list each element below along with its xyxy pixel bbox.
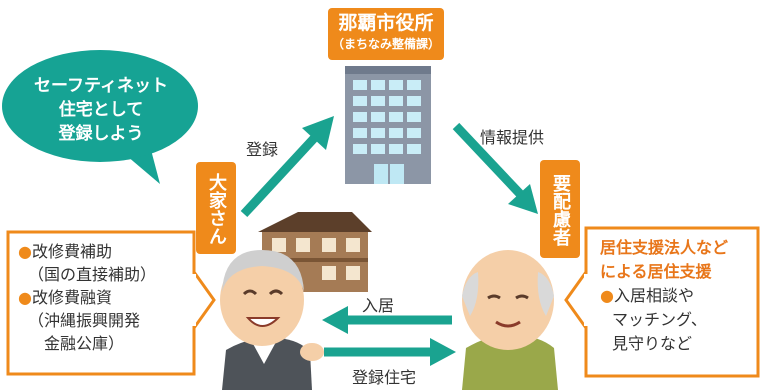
list-item: ●改修費融資 <box>18 286 190 309</box>
city-office-label-bg <box>328 8 444 60</box>
support-item-2: マッチング、 <box>612 310 707 329</box>
support-item-1: 入居相談や <box>613 286 694 305</box>
register-label: 登録 <box>246 140 279 159</box>
item-detail: 金融公庫） <box>44 334 125 353</box>
speech-line-3: 登録しよう <box>58 124 144 144</box>
bullet-icon: ● <box>18 242 32 261</box>
support-item-3: 見守りなど <box>612 334 693 353</box>
list-item: ●改修費補助 <box>18 240 190 263</box>
item-detail: （沖縄振興開発 <box>28 311 141 330</box>
move-in-arrow <box>322 306 452 334</box>
left-support-box <box>6 230 216 376</box>
speech-line-1: セーフティネット <box>34 76 168 96</box>
left-support-list: ●改修費補助 （国の直接補助） ●改修費融資 （沖縄振興開発 金融公庫） <box>18 240 190 355</box>
landlord-label-bg <box>196 162 236 254</box>
bullet-icon: ● <box>600 286 614 305</box>
right-support-box <box>564 226 760 378</box>
support-heading-1: 居住支援法人など <box>600 238 729 257</box>
item-title: 改修費補助 <box>31 242 112 261</box>
landlord-icon <box>220 250 324 390</box>
registered-housing-arrow <box>324 338 456 366</box>
city-office-department: （まちなみ整備課） <box>331 37 440 51</box>
elder-tenant-icon <box>462 250 558 390</box>
registered-housing-label: 登録住宅 <box>352 368 417 387</box>
speech-bubble <box>2 50 198 184</box>
right-support-list: 居住支援法人など による居住支援 ●入居相談や マッチング、 見守りなど <box>600 236 754 356</box>
item-detail: （国の直接補助） <box>28 265 157 284</box>
support-heading-2: による居住支援 <box>600 262 712 281</box>
info-provision-label: 情報提供 <box>480 128 545 147</box>
tenant-label-bg <box>540 160 580 258</box>
speech-line-2: 住宅として <box>58 100 144 120</box>
bullet-icon: ● <box>18 288 32 307</box>
building-icon <box>345 66 431 184</box>
speech-bubble-text: セーフティネット 住宅として 登録しよう <box>14 74 188 146</box>
city-office-name: 那覇市役所 <box>338 12 434 34</box>
info-provision-arrow <box>452 122 538 214</box>
list-item: ●入居相談や <box>600 284 754 308</box>
landlord-label: 大家さん <box>206 173 227 245</box>
tenant-label: 要配慮者 <box>550 174 571 246</box>
move-in-label: 入居 <box>362 296 395 315</box>
item-title: 改修費融資 <box>31 288 112 307</box>
register-arrow <box>240 116 334 218</box>
